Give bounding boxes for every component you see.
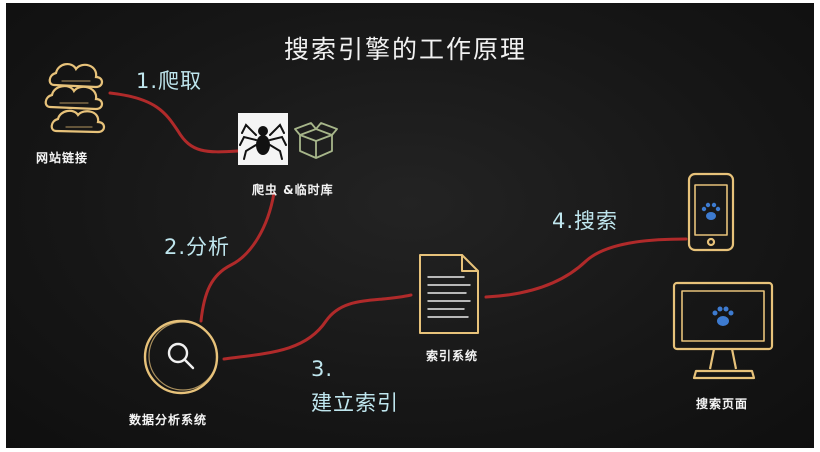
- connector-lines: [108, 91, 688, 361]
- connector-build-index: [222, 293, 413, 361]
- connector-analyze: [199, 191, 276, 323]
- box-icon: [294, 122, 338, 159]
- magnifier-icon: [143, 319, 219, 395]
- chalkboard: 搜索引擎的工作原理 网站链接 1.爬取 爬虫 &临时库 2.分析: [6, 3, 814, 448]
- paw-icon: [712, 306, 734, 326]
- spider-icon: [238, 113, 288, 165]
- paw-icon: [701, 202, 721, 220]
- monitor-icon: [672, 281, 774, 380]
- step-analyze: 2.分析: [164, 235, 231, 259]
- cloud-icon: [44, 63, 106, 134]
- label-crawler: 爬虫 &临时库: [252, 183, 334, 197]
- step-build-number: 3.: [311, 357, 334, 381]
- document-icon: [419, 254, 479, 334]
- label-analysis-system: 数据分析系统: [129, 413, 208, 427]
- phone-icon: [687, 172, 735, 252]
- step-crawl: 1.爬取: [136, 69, 203, 93]
- step-build-text: 建立索引: [311, 391, 399, 415]
- label-index-system: 索引系统: [426, 349, 479, 363]
- label-search-page: 搜索页面: [696, 397, 749, 411]
- label-web-links: 网站链接: [36, 151, 89, 165]
- step-search: 4.搜索: [552, 209, 619, 233]
- connector-search: [484, 237, 688, 299]
- connector-crawl: [108, 91, 240, 154]
- diagram-title: 搜索引擎的工作原理: [284, 35, 528, 64]
